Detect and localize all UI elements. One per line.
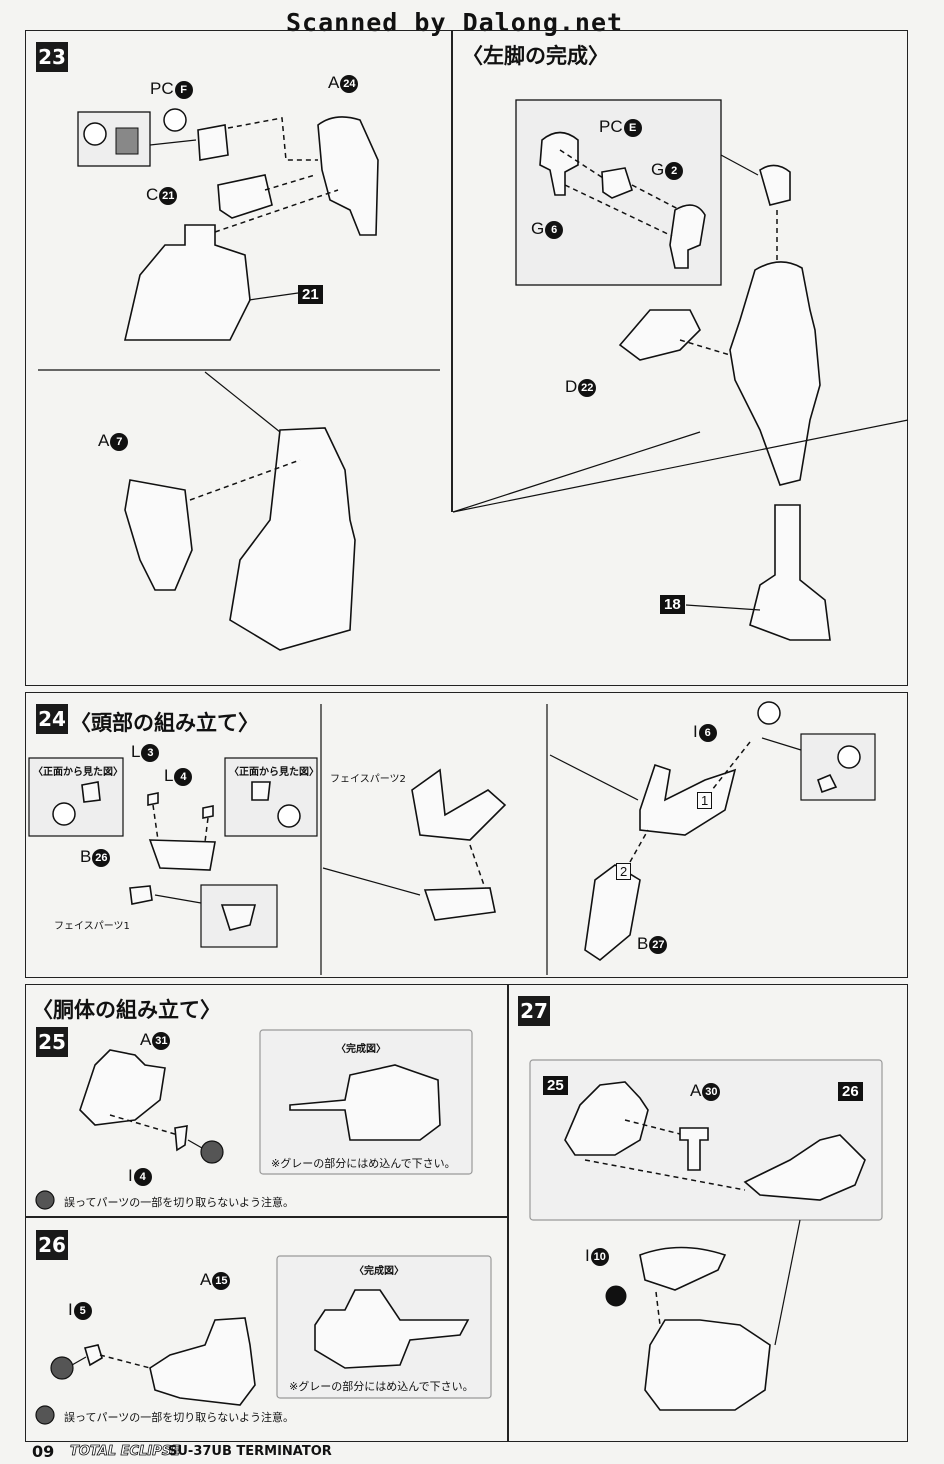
step-27-badge: 27 — [518, 996, 550, 1026]
label-d-text: D — [565, 377, 578, 396]
warning-text-25: 誤ってパーツの一部を切り取らないよう注意。 — [64, 1196, 295, 1209]
part-number-27: 27 — [649, 935, 668, 954]
step27-panel — [508, 984, 908, 1442]
part-number-10: 10 — [590, 1247, 609, 1266]
model-name: SU-37UB TERMINATOR — [168, 1444, 332, 1459]
label-a-text: A — [690, 1081, 702, 1100]
label-i-text: I — [68, 1300, 73, 1319]
complete-view-label-25: 〈完成図〉 — [336, 1044, 386, 1055]
part-number-4: 4 — [133, 1167, 152, 1186]
label-i-text: I — [128, 1166, 133, 1185]
left-leg-title: 〈左脚の完成〉 — [462, 44, 609, 68]
label-a-text: A — [140, 1030, 152, 1049]
complete-view-label-26: 〈完成図〉 — [354, 1266, 404, 1277]
ref-21-badge: 21 — [298, 285, 323, 304]
warning-text-26: 誤ってパーツの一部を切り取らないよう注意。 — [64, 1411, 295, 1424]
label-g-text: G — [651, 160, 665, 179]
part-number-2: 2 — [665, 161, 684, 180]
ref-26-badge: 26 — [838, 1082, 863, 1101]
ref-18-badge: 18 — [660, 595, 685, 614]
part-number-21: 21 — [159, 186, 178, 205]
part-number-15: 15 — [212, 1271, 231, 1290]
page-number: 09 — [32, 1442, 55, 1461]
part-number-30: 30 — [702, 1082, 721, 1101]
part-number-4: 4 — [174, 767, 193, 786]
divider-vertical-top — [451, 30, 453, 512]
ref-25-badge: 25 — [543, 1076, 568, 1095]
label-b-text: B — [637, 934, 649, 953]
watermark-text: Scanned by Dalong.net — [286, 8, 624, 37]
label-b-text: B — [80, 847, 92, 866]
front-view-right-label: 〈正面から見た図〉 — [229, 767, 319, 778]
step24-panel — [25, 692, 908, 978]
face-parts-2-label: フェイスパーツ2 — [330, 774, 406, 785]
gray-note-25: ※グレーの部分にはめ込んで下さい。 — [271, 1157, 456, 1170]
series-name: TOTAL ECLIPSE — [70, 1444, 181, 1460]
part-number-6: 6 — [545, 220, 564, 239]
label-l-text: L — [131, 742, 141, 761]
part-number-6: 6 — [698, 723, 717, 742]
order-marker-2: 2 — [616, 863, 632, 880]
label-a-text: A — [98, 431, 110, 450]
ref-25: 25 — [543, 1075, 568, 1095]
label-l-text: L — [164, 766, 174, 785]
order-marker-1: 1 — [697, 792, 713, 809]
label-pc-text: PC — [599, 117, 623, 136]
part-number-24: 24 — [340, 74, 359, 93]
label-g-text: G — [531, 219, 545, 238]
top-panel — [25, 30, 908, 686]
step-23-badge: 23 — [36, 42, 68, 72]
gray-note-26: ※グレーの部分にはめ込んで下さい。 — [289, 1380, 474, 1393]
part-number-5: 5 — [73, 1301, 92, 1320]
ref-26: 26 — [838, 1081, 863, 1101]
face-parts-1-label: フェイスパーツ1 — [54, 921, 130, 932]
label-a-text: A — [200, 1270, 212, 1289]
label-c-text: C — [146, 185, 159, 204]
step-24-title: 〈頭部の組み立て〉 — [70, 711, 259, 735]
step-24-badge: 24 — [36, 704, 68, 734]
label-pc-text: PC — [150, 79, 174, 98]
torso-title: 〈胴体の組み立て〉 — [32, 998, 221, 1022]
step-25-badge: 25 — [36, 1027, 68, 1057]
part-number-3: 3 — [141, 743, 160, 762]
torso-panel — [25, 984, 508, 1442]
part-number-22: 22 — [578, 378, 597, 397]
part-number-e: E — [623, 118, 642, 137]
ref-21: 21 — [298, 284, 323, 304]
step-26-badge: 26 — [36, 1230, 68, 1260]
part-number-31: 31 — [152, 1031, 171, 1050]
part-number-7: 7 — [110, 432, 129, 451]
part-number-f: F — [174, 80, 193, 99]
part-number-26: 26 — [92, 848, 111, 867]
torso-divider — [25, 1216, 508, 1218]
ref-18: 18 — [660, 594, 685, 614]
label-i-text: I — [693, 722, 698, 741]
label-i-text: I — [585, 1246, 590, 1265]
label-a-text: A — [328, 73, 340, 92]
front-view-left-label: 〈正面から見た図〉 — [33, 767, 123, 778]
